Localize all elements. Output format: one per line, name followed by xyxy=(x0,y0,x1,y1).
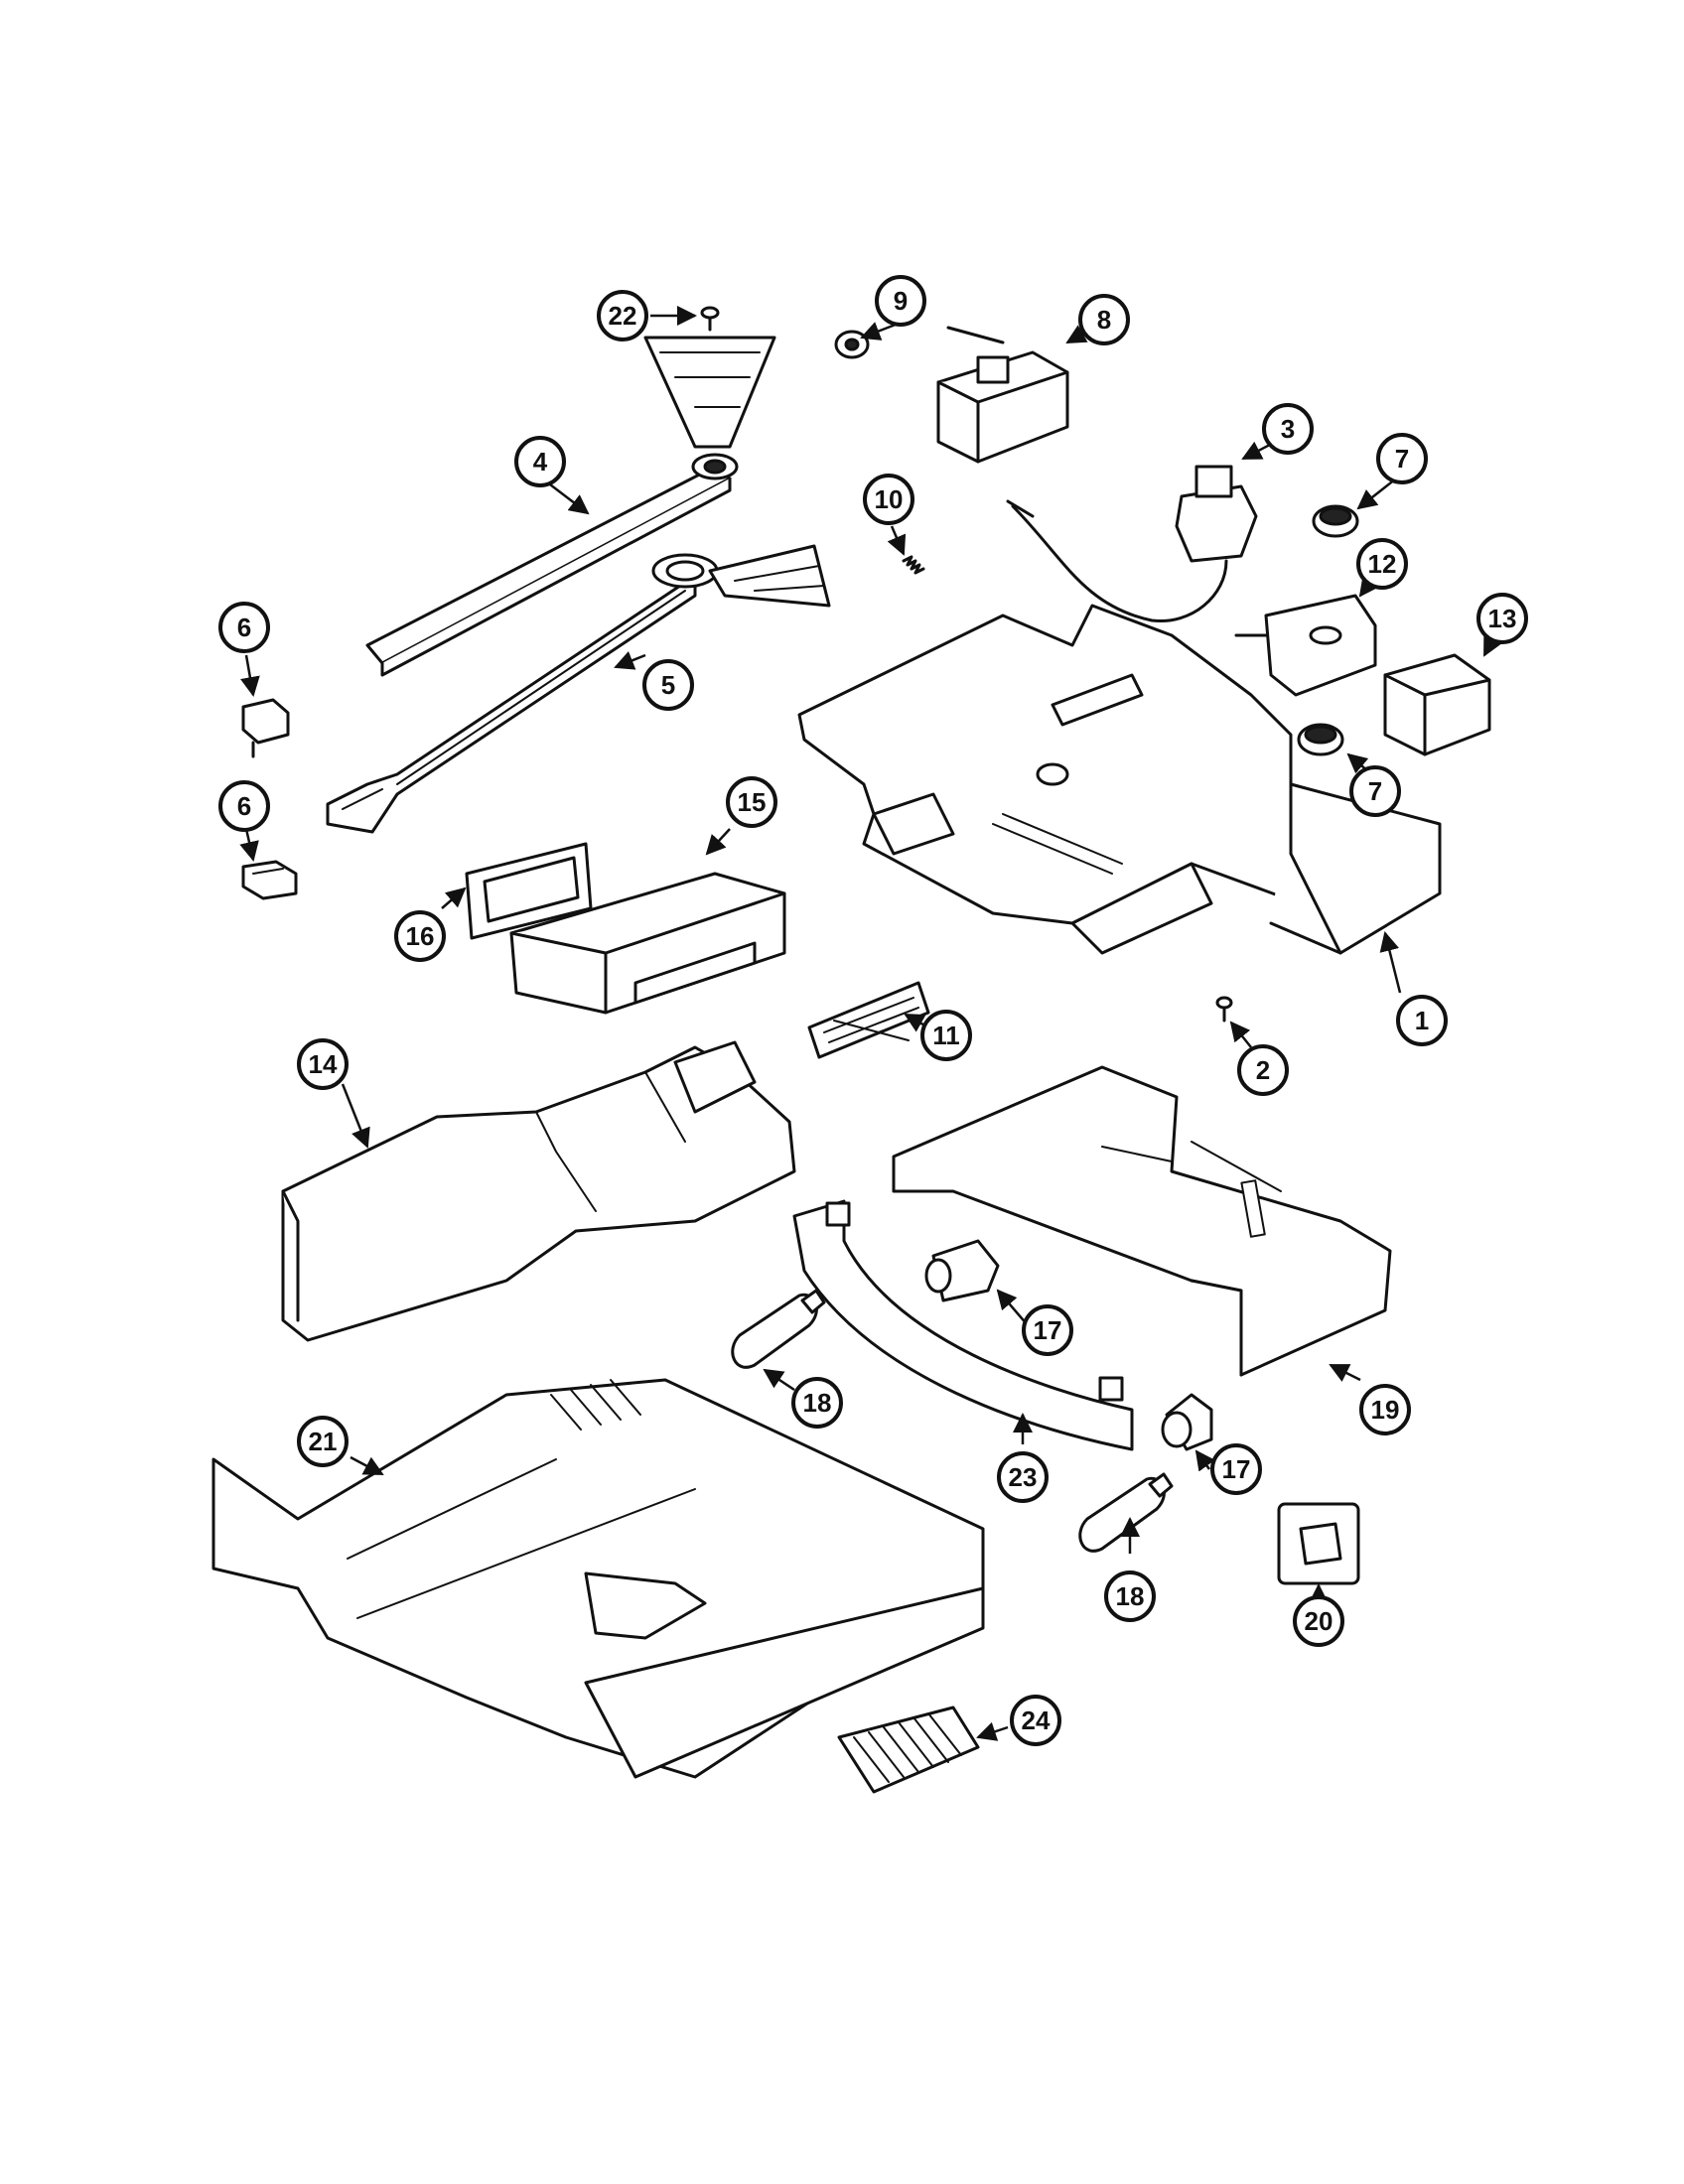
svg-text:7: 7 xyxy=(1368,776,1382,806)
svg-text:5: 5 xyxy=(661,670,675,700)
callout-8: 8 xyxy=(1078,294,1130,345)
part-14-chute xyxy=(281,1040,796,1342)
callout-5: 5 xyxy=(642,659,694,711)
callout-9: 9 xyxy=(875,275,926,327)
part-13-motor xyxy=(1383,653,1491,756)
svg-text:20: 20 xyxy=(1305,1606,1333,1636)
callout-19: 19 xyxy=(1359,1384,1411,1435)
callout-13: 13 xyxy=(1476,593,1528,644)
svg-text:8: 8 xyxy=(1097,305,1111,335)
callout-6-upper: 6 xyxy=(218,602,270,653)
svg-text:13: 13 xyxy=(1488,604,1517,633)
svg-text:17: 17 xyxy=(1034,1315,1062,1345)
svg-text:18: 18 xyxy=(1116,1581,1145,1611)
svg-text:17: 17 xyxy=(1222,1454,1251,1484)
svg-text:18: 18 xyxy=(803,1388,832,1418)
part-22-screw xyxy=(700,306,720,332)
callout-17-upper: 17 xyxy=(1022,1304,1073,1356)
callout-23: 23 xyxy=(997,1451,1049,1503)
svg-text:12: 12 xyxy=(1368,549,1397,579)
callout-15: 15 xyxy=(726,776,777,828)
part-19-tray xyxy=(892,1065,1392,1377)
part-9-washer xyxy=(834,330,870,359)
callout-18-upper: 18 xyxy=(791,1377,843,1429)
callout-10: 10 xyxy=(863,474,914,525)
svg-text:1: 1 xyxy=(1415,1006,1429,1035)
part-7-knob-upper xyxy=(1312,504,1359,538)
part-21-cover xyxy=(211,1378,985,1779)
part-3-thermostat xyxy=(1006,465,1258,623)
svg-text:21: 21 xyxy=(309,1427,338,1456)
part-8-switch-box xyxy=(936,326,1069,464)
part-5-lever-arm xyxy=(326,544,831,834)
callout-16: 16 xyxy=(394,910,446,962)
part-23-rail xyxy=(792,1199,1134,1451)
callout-4: 4 xyxy=(514,436,566,487)
svg-text:10: 10 xyxy=(875,484,904,514)
svg-text:6: 6 xyxy=(237,791,251,821)
svg-text:22: 22 xyxy=(609,301,637,331)
callout-1: 1 xyxy=(1396,995,1448,1046)
callout-2: 2 xyxy=(1237,1044,1289,1096)
svg-text:24: 24 xyxy=(1022,1706,1051,1735)
part-18-bulb-upper xyxy=(731,1289,826,1369)
svg-text:23: 23 xyxy=(1009,1462,1038,1492)
part-7-knob-lower xyxy=(1297,723,1344,756)
part-12-bracket xyxy=(1234,594,1377,697)
callout-18-lower: 18 xyxy=(1104,1570,1156,1622)
callout-17-lower: 17 xyxy=(1210,1443,1262,1495)
part-24-grille xyxy=(837,1706,980,1794)
svg-text:4: 4 xyxy=(533,447,548,477)
part-17-socket-upper xyxy=(924,1239,1000,1302)
svg-text:14: 14 xyxy=(309,1049,338,1079)
callout-3: 3 xyxy=(1262,403,1314,455)
callout-20: 20 xyxy=(1293,1595,1344,1647)
svg-text:15: 15 xyxy=(738,787,767,817)
part-10-spring xyxy=(902,555,925,575)
part-17-socket-lower xyxy=(1161,1393,1213,1451)
part-1-housing xyxy=(797,604,1442,955)
callout-14: 14 xyxy=(297,1038,349,1090)
callout-24: 24 xyxy=(1010,1695,1061,1746)
part-4-lever-arm xyxy=(365,336,776,677)
callout-6-lower: 6 xyxy=(218,780,270,832)
part-11-grille xyxy=(807,981,930,1059)
callout-7-upper: 7 xyxy=(1376,433,1428,484)
svg-text:7: 7 xyxy=(1395,444,1409,474)
part-2-screw xyxy=(1215,996,1233,1023)
svg-text:9: 9 xyxy=(894,286,908,316)
part-6-clip-upper xyxy=(241,698,290,758)
part-20-switch xyxy=(1277,1502,1360,1585)
svg-text:3: 3 xyxy=(1281,414,1295,444)
callout-21: 21 xyxy=(297,1416,349,1467)
callout-22: 22 xyxy=(597,290,648,341)
svg-text:6: 6 xyxy=(237,613,251,642)
part-6-clip-lower xyxy=(241,860,298,900)
callout-11: 11 xyxy=(920,1010,972,1061)
part-15-duct xyxy=(509,872,786,1015)
callout-12: 12 xyxy=(1356,538,1408,590)
callout-7-lower: 7 xyxy=(1349,765,1401,817)
part-16-gasket xyxy=(465,842,593,940)
svg-text:2: 2 xyxy=(1256,1055,1270,1085)
svg-text:11: 11 xyxy=(932,1021,960,1050)
part-18-bulb-lower xyxy=(1078,1472,1174,1553)
svg-text:16: 16 xyxy=(406,921,435,951)
svg-text:19: 19 xyxy=(1371,1395,1400,1425)
